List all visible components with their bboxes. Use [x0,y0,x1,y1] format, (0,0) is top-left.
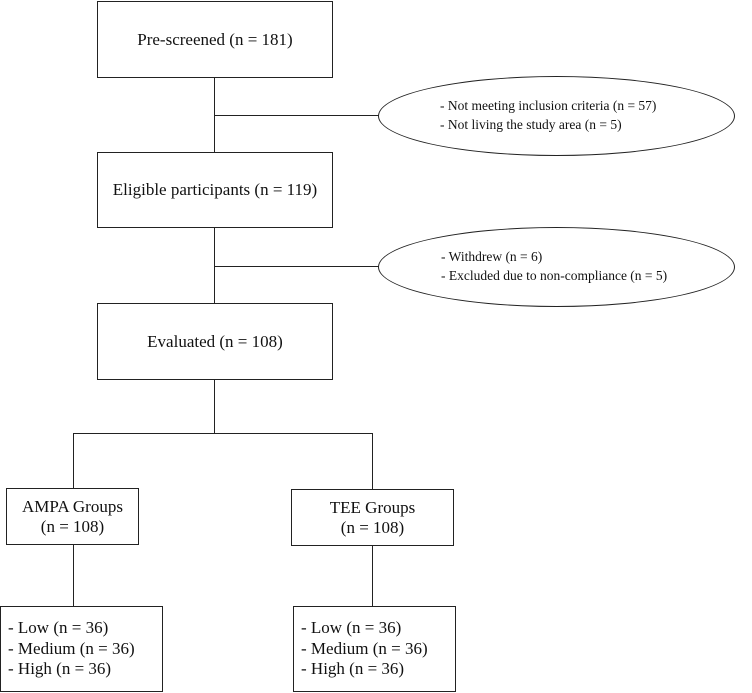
prescreened-label: Pre-screened (n = 181) [137,29,293,49]
connector-evaluated-to-split [214,379,216,434]
tee-groups-count: (n = 108) [340,517,405,537]
exclusion-1-line-1: - Not meeting inclusion criteria (n = 57… [440,98,657,114]
exclusion-ellipse-2: - Withdrew (n = 6) - Excluded due to non… [378,227,735,307]
connector-ampa-to-levels [73,544,75,606]
exclusion-ellipse-1: - Not meeting inclusion criteria (n = 57… [378,76,735,156]
ampa-level-high: - High (n = 36) [8,659,112,679]
prescreened-box: Pre-screened (n = 181) [97,1,333,78]
tee-levels-box: - Low (n = 36) - Medium (n = 36) - High … [293,606,456,692]
exclusion-2-line-2: - Excluded due to non-compliance (n = 5) [441,268,668,283]
tee-groups-title: TEE Groups [329,497,416,517]
evaluated-label: Evaluated (n = 108) [147,331,283,351]
tee-groups-box: TEE Groups (n = 108) [291,489,454,546]
ampa-level-low: - Low (n = 36) [8,618,109,638]
ampa-groups-box: AMPA Groups (n = 108) [6,488,139,545]
connector-split-to-ampa [73,433,75,488]
ampa-levels-box: - Low (n = 36) - Medium (n = 36) - High … [0,606,163,692]
connector-tee-to-levels [372,544,374,606]
connector-eligible-to-evaluated [214,227,216,303]
connector-split-horizontal [73,433,373,435]
eligible-label: Eligible participants (n = 119) [112,180,318,200]
connector-to-exclusion-2 [214,266,379,268]
ampa-level-medium: - Medium (n = 36) [8,638,135,658]
ampa-groups-count: (n = 108) [40,516,105,536]
exclusion-1-line-2: - Not living the study area (n = 5) [440,117,622,132]
tee-level-medium: - Medium (n = 36) [301,638,428,658]
tee-level-high: - High (n = 36) [301,659,405,679]
ampa-groups-title: AMPA Groups [22,496,123,516]
connector-to-exclusion-1 [214,115,379,117]
connector-split-to-tee [372,433,374,489]
eligible-box: Eligible participants (n = 119) [97,152,333,228]
exclusion-2-line-1: - Withdrew (n = 6) [441,249,543,265]
evaluated-box: Evaluated (n = 108) [97,303,333,380]
tee-level-low: - Low (n = 36) [301,618,402,638]
connector-prescreened-to-eligible [214,77,216,152]
